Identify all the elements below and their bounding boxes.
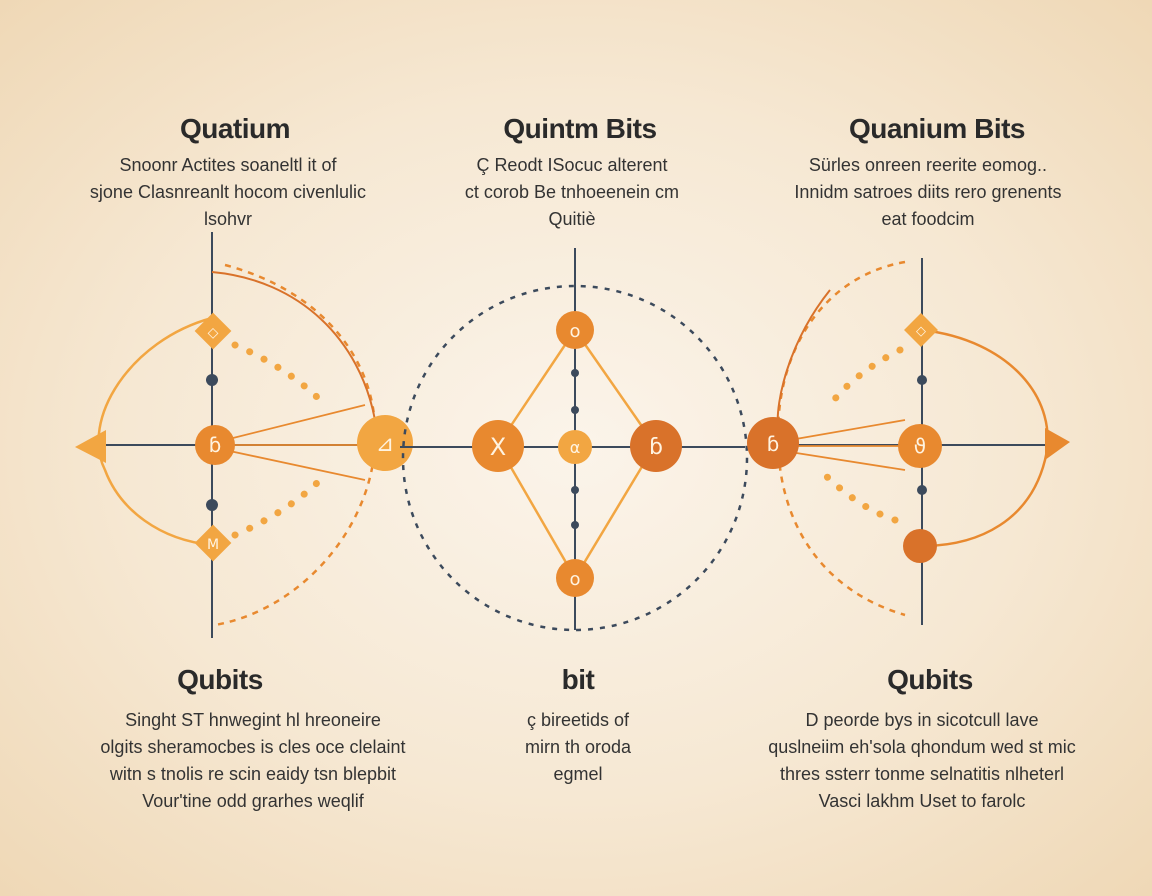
center-axis-dot-3 xyxy=(571,486,579,494)
top-center-line-2: ct corob Be tnhoeenein cm xyxy=(464,182,680,202)
center-left-node xyxy=(472,420,524,472)
bottom-left-line-3: witn s tnolis re scin eaidy tsn blepbit xyxy=(109,764,397,784)
left-bottom-glyph: M xyxy=(207,537,219,553)
bottom-right-title: Qubits xyxy=(887,664,973,695)
bottom-center-description: ç bireetids of mirn th oroda egmel xyxy=(398,707,758,788)
bottom-left-description: Singht ST hnwegint hl hreoneire olgits s… xyxy=(63,707,443,815)
left-top-glyph: ◇ xyxy=(208,325,219,341)
right-top-glyph: ◇ xyxy=(916,324,926,339)
bottom-right-line-4: Vasci lakhm Uset to farolc xyxy=(818,791,1026,811)
left-dotted-upper xyxy=(231,341,324,404)
bottom-right-description: D peorde bys in sicotcull lave quslneiim… xyxy=(722,707,1122,815)
bottom-left-line-4: Vour'tine odd grarhes weqlif xyxy=(142,791,364,811)
center-dashed-circle xyxy=(401,284,749,632)
right-dotted-lower xyxy=(816,466,899,524)
top-center-title: Quintm Bits xyxy=(503,113,657,144)
right-arc-inner xyxy=(776,289,831,431)
center-right-node xyxy=(630,420,682,472)
bottom-left-line-2: olgits sheramocbes is cles oce clelaint xyxy=(100,737,406,757)
right-spokes xyxy=(789,419,906,471)
bottom-right-line-3: thres ssterr tonme selnatitis nlheterl xyxy=(779,764,1065,784)
top-left-description: Snoonr Actites soaneltl it of sjone Clas… xyxy=(48,152,408,233)
right-center-glyph: ϑ xyxy=(914,434,926,458)
center-right-glyph: ɓ xyxy=(649,435,663,460)
top-center-line-1: Ç Reodt ISocuc alterent xyxy=(476,155,668,175)
right-group xyxy=(747,258,1070,625)
top-right-title: Quanium Bits xyxy=(848,113,1026,144)
top-center-description: Ç Reodt ISocuc alterent ct corob Be tnho… xyxy=(392,152,752,233)
center-axis-dot-2 xyxy=(571,406,579,414)
bottom-center-line-1: ç bireetids of xyxy=(526,710,630,730)
left-group xyxy=(75,232,413,638)
top-right-line-2: Innidm satroes diits rero grenents xyxy=(794,182,1062,202)
left-axis-dot-1 xyxy=(206,374,218,386)
bottom-right-line-2: quslneiim eh'sola qhondum wed st mic xyxy=(768,737,1076,757)
left-arrow-marker xyxy=(75,430,106,463)
left-dotted-lower xyxy=(231,476,324,539)
top-right-line-1: Sürles onreen reerite eomog.. xyxy=(808,155,1048,175)
top-left-line-3: lsohvr xyxy=(203,209,252,229)
right-dotted-upper xyxy=(826,346,904,409)
left-hub-node xyxy=(357,415,413,471)
right-center-node xyxy=(898,424,942,468)
right-hub-node xyxy=(747,417,799,469)
bottom-center-line-3: egmel xyxy=(553,764,603,784)
left-bottom-node xyxy=(194,524,232,562)
top-center-line-3: Quitiè xyxy=(548,209,596,229)
center-left-glyph: X xyxy=(490,433,506,461)
bottom-right-line-1: D peorde bys in sicotcull lave xyxy=(805,710,1039,730)
top-right-line-3: eat foodcim xyxy=(881,209,975,229)
right-axis-dot-2 xyxy=(917,485,927,495)
center-mid-glyph: α xyxy=(570,438,581,457)
right-hub-glyph: ɓ xyxy=(767,432,780,456)
left-center-glyph: ɓ xyxy=(209,433,222,457)
bottom-center-title: bit xyxy=(561,664,595,695)
right-arrow-marker xyxy=(1045,428,1070,460)
bottom-left-title: Qubits xyxy=(177,664,263,695)
left-center-node xyxy=(195,425,235,465)
center-axis-dot-1 xyxy=(571,369,579,377)
center-bottom-glyph: o xyxy=(569,569,580,590)
left-arc-inner xyxy=(211,271,376,421)
center-top-node xyxy=(556,311,594,349)
right-top-node xyxy=(904,313,938,347)
right-axis-dot-1 xyxy=(917,375,927,385)
top-left-line-1: Snoonr Actites soaneltl it of xyxy=(119,155,337,175)
top-left-title: Quatium xyxy=(179,113,291,144)
left-top-node xyxy=(194,312,232,350)
center-group xyxy=(400,248,749,632)
right-outer-arc xyxy=(921,328,1049,548)
top-right-description: Sürles onreen reerite eomog.. Innidm sat… xyxy=(748,152,1108,233)
bottom-left-line-1: Singht ST hnwegint hl hreoneire xyxy=(125,710,381,730)
center-axis-dot-4 xyxy=(571,521,579,529)
right-bottom-node xyxy=(903,529,937,563)
left-axis-dot-2 xyxy=(206,499,218,511)
left-spokes xyxy=(224,404,366,481)
center-top-glyph: o xyxy=(569,321,580,342)
bottom-center-line-2: mirn th oroda xyxy=(524,737,632,757)
left-outer-arc xyxy=(97,316,213,547)
left-hub-glyph: ⊿ xyxy=(376,432,394,457)
top-left-line-2: sjone Clasnreanlt hocom civenlulic xyxy=(89,182,367,202)
center-bottom-node xyxy=(556,559,594,597)
center-mid-node xyxy=(558,430,592,464)
